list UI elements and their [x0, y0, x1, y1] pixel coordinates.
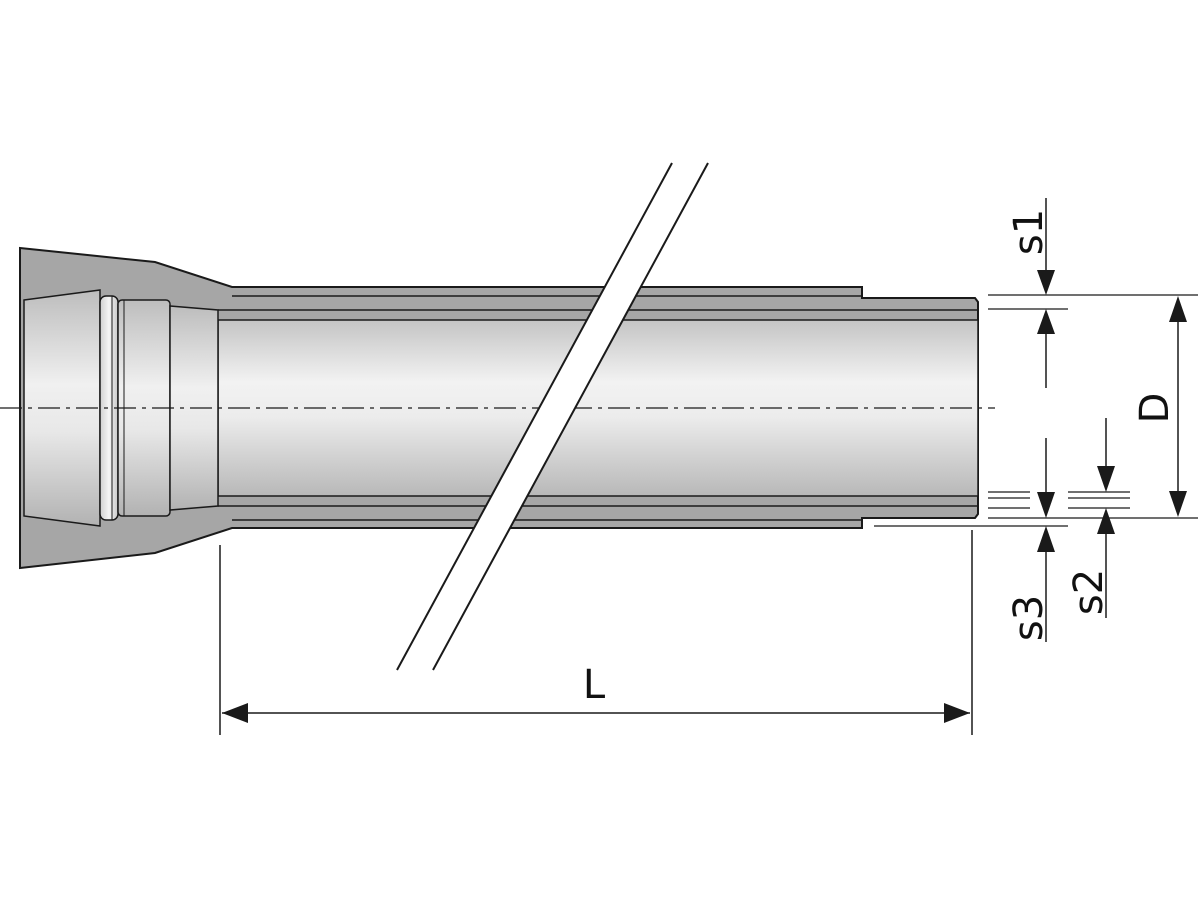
dimension-D: D	[1132, 296, 1187, 517]
label-L: L	[583, 662, 606, 708]
dimension-s3: s3	[1006, 438, 1055, 642]
socket-interior	[23, 289, 101, 527]
break-lines	[396, 162, 709, 671]
label-D: D	[1132, 393, 1178, 424]
extension-lines	[874, 294, 1198, 527]
dimension-s1: s1	[1006, 198, 1055, 388]
label-s1: s1	[1006, 209, 1052, 255]
dimension-L: L	[219, 530, 973, 735]
label-s3: s3	[1006, 595, 1052, 641]
label-s2: s2	[1066, 569, 1112, 615]
dimension-s2: s2	[1066, 418, 1115, 618]
